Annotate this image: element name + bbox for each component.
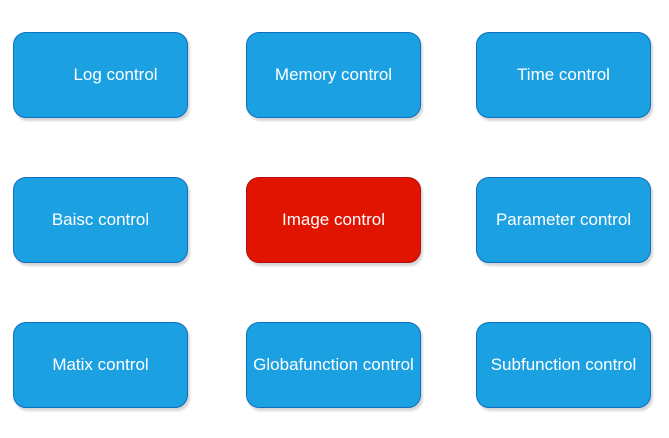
button-image-control[interactable]: Image control [246, 177, 421, 263]
button-label: Subfunction control [490, 354, 637, 374]
button-parameter-control[interactable]: Parameter control [476, 177, 651, 263]
button-label: Baisc control [51, 209, 150, 229]
button-label: Memory control [274, 64, 393, 84]
button-label: Matix control [52, 354, 149, 374]
button-subfunction-control[interactable]: Subfunction control [476, 322, 651, 408]
button-log-control[interactable]: Log control [13, 32, 188, 118]
button-label: Globafunction control [253, 354, 414, 374]
button-label: Parameter control [495, 209, 632, 229]
button-label: Image control [282, 209, 385, 229]
button-matix-control[interactable]: Matix control [13, 322, 188, 408]
button-time-control[interactable]: Time control [476, 32, 651, 118]
button-memory-control[interactable]: Memory control [246, 32, 421, 118]
button-globafunction-control[interactable]: Globafunction control [246, 322, 421, 408]
button-label: Log control [73, 64, 158, 84]
button-baisc-control[interactable]: Baisc control [13, 177, 188, 263]
button-label: Time control [517, 64, 610, 84]
